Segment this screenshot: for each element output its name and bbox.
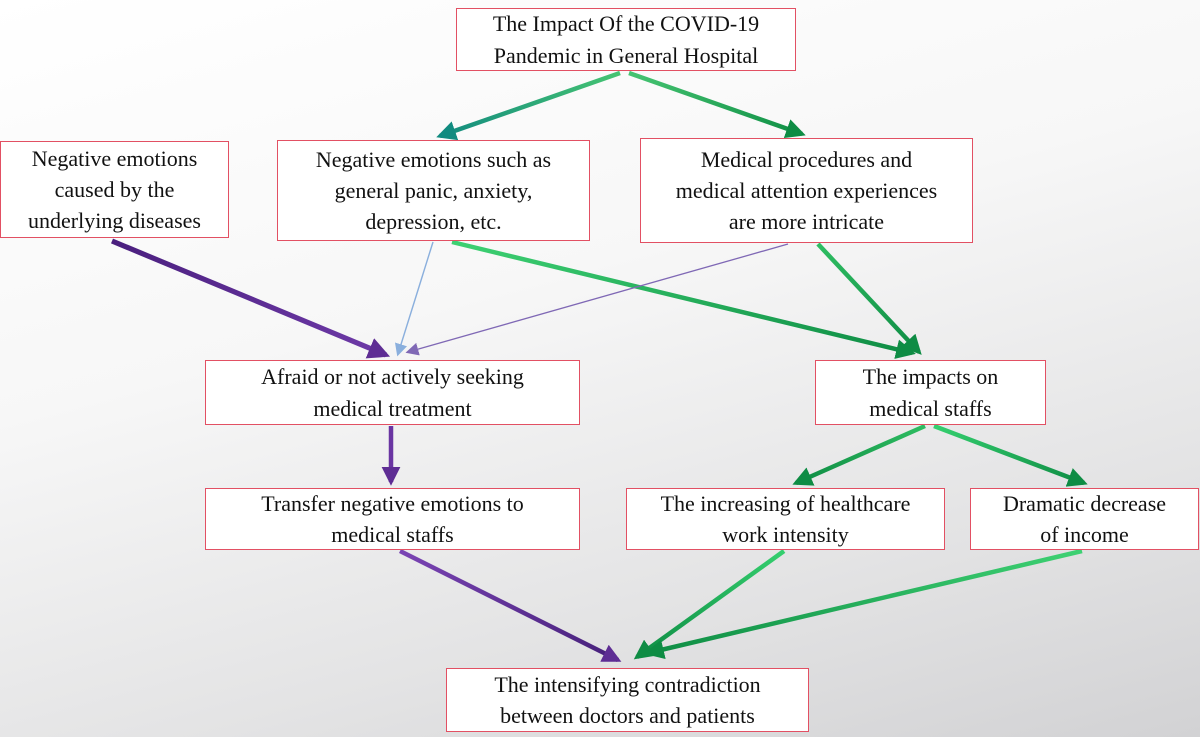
edge-root-to-panic [436,70,621,141]
node-impacts-medical-staffs: The impacts on medical staffs [815,360,1046,425]
edge-procedures-to-impacts [816,242,922,355]
edge-underlying-to-afraid [111,238,391,359]
node-underlying-diseases: Negative emotions caused by the underlyi… [0,141,229,238]
edge-root-to-procedures [628,70,806,139]
node-medical-procedures: Medical procedures and medical attention… [640,138,973,243]
node-root-covid-impact: The Impact Of the COVID-19 Pandemic in G… [456,8,796,71]
node-negative-emotions-panic: Negative emotions such as general panic,… [277,140,590,241]
node-afraid-seeking-treatment: Afraid or not actively seeking medical t… [205,360,580,425]
edge-income-to-contradiction [644,548,1083,660]
edge-panic-to-afraid [394,241,434,357]
edge-panic-to-impacts [451,239,916,359]
edge-transfer-to-contradiction [398,548,622,663]
edge-intensity-to-contradiction [633,549,786,660]
edge-procedures-to-afraid [405,243,789,356]
edge-impacts-to-intensity [792,423,926,486]
node-income-decrease: Dramatic decrease of income [970,488,1199,550]
node-work-intensity: The increasing of healthcare work intens… [626,488,945,550]
node-transfer-negative-emotions: Transfer negative emotions to medical st… [205,488,580,550]
node-doctor-patient-contradiction: The intensifying contradiction between d… [446,668,809,732]
edge-impacts-to-income [933,423,1088,487]
